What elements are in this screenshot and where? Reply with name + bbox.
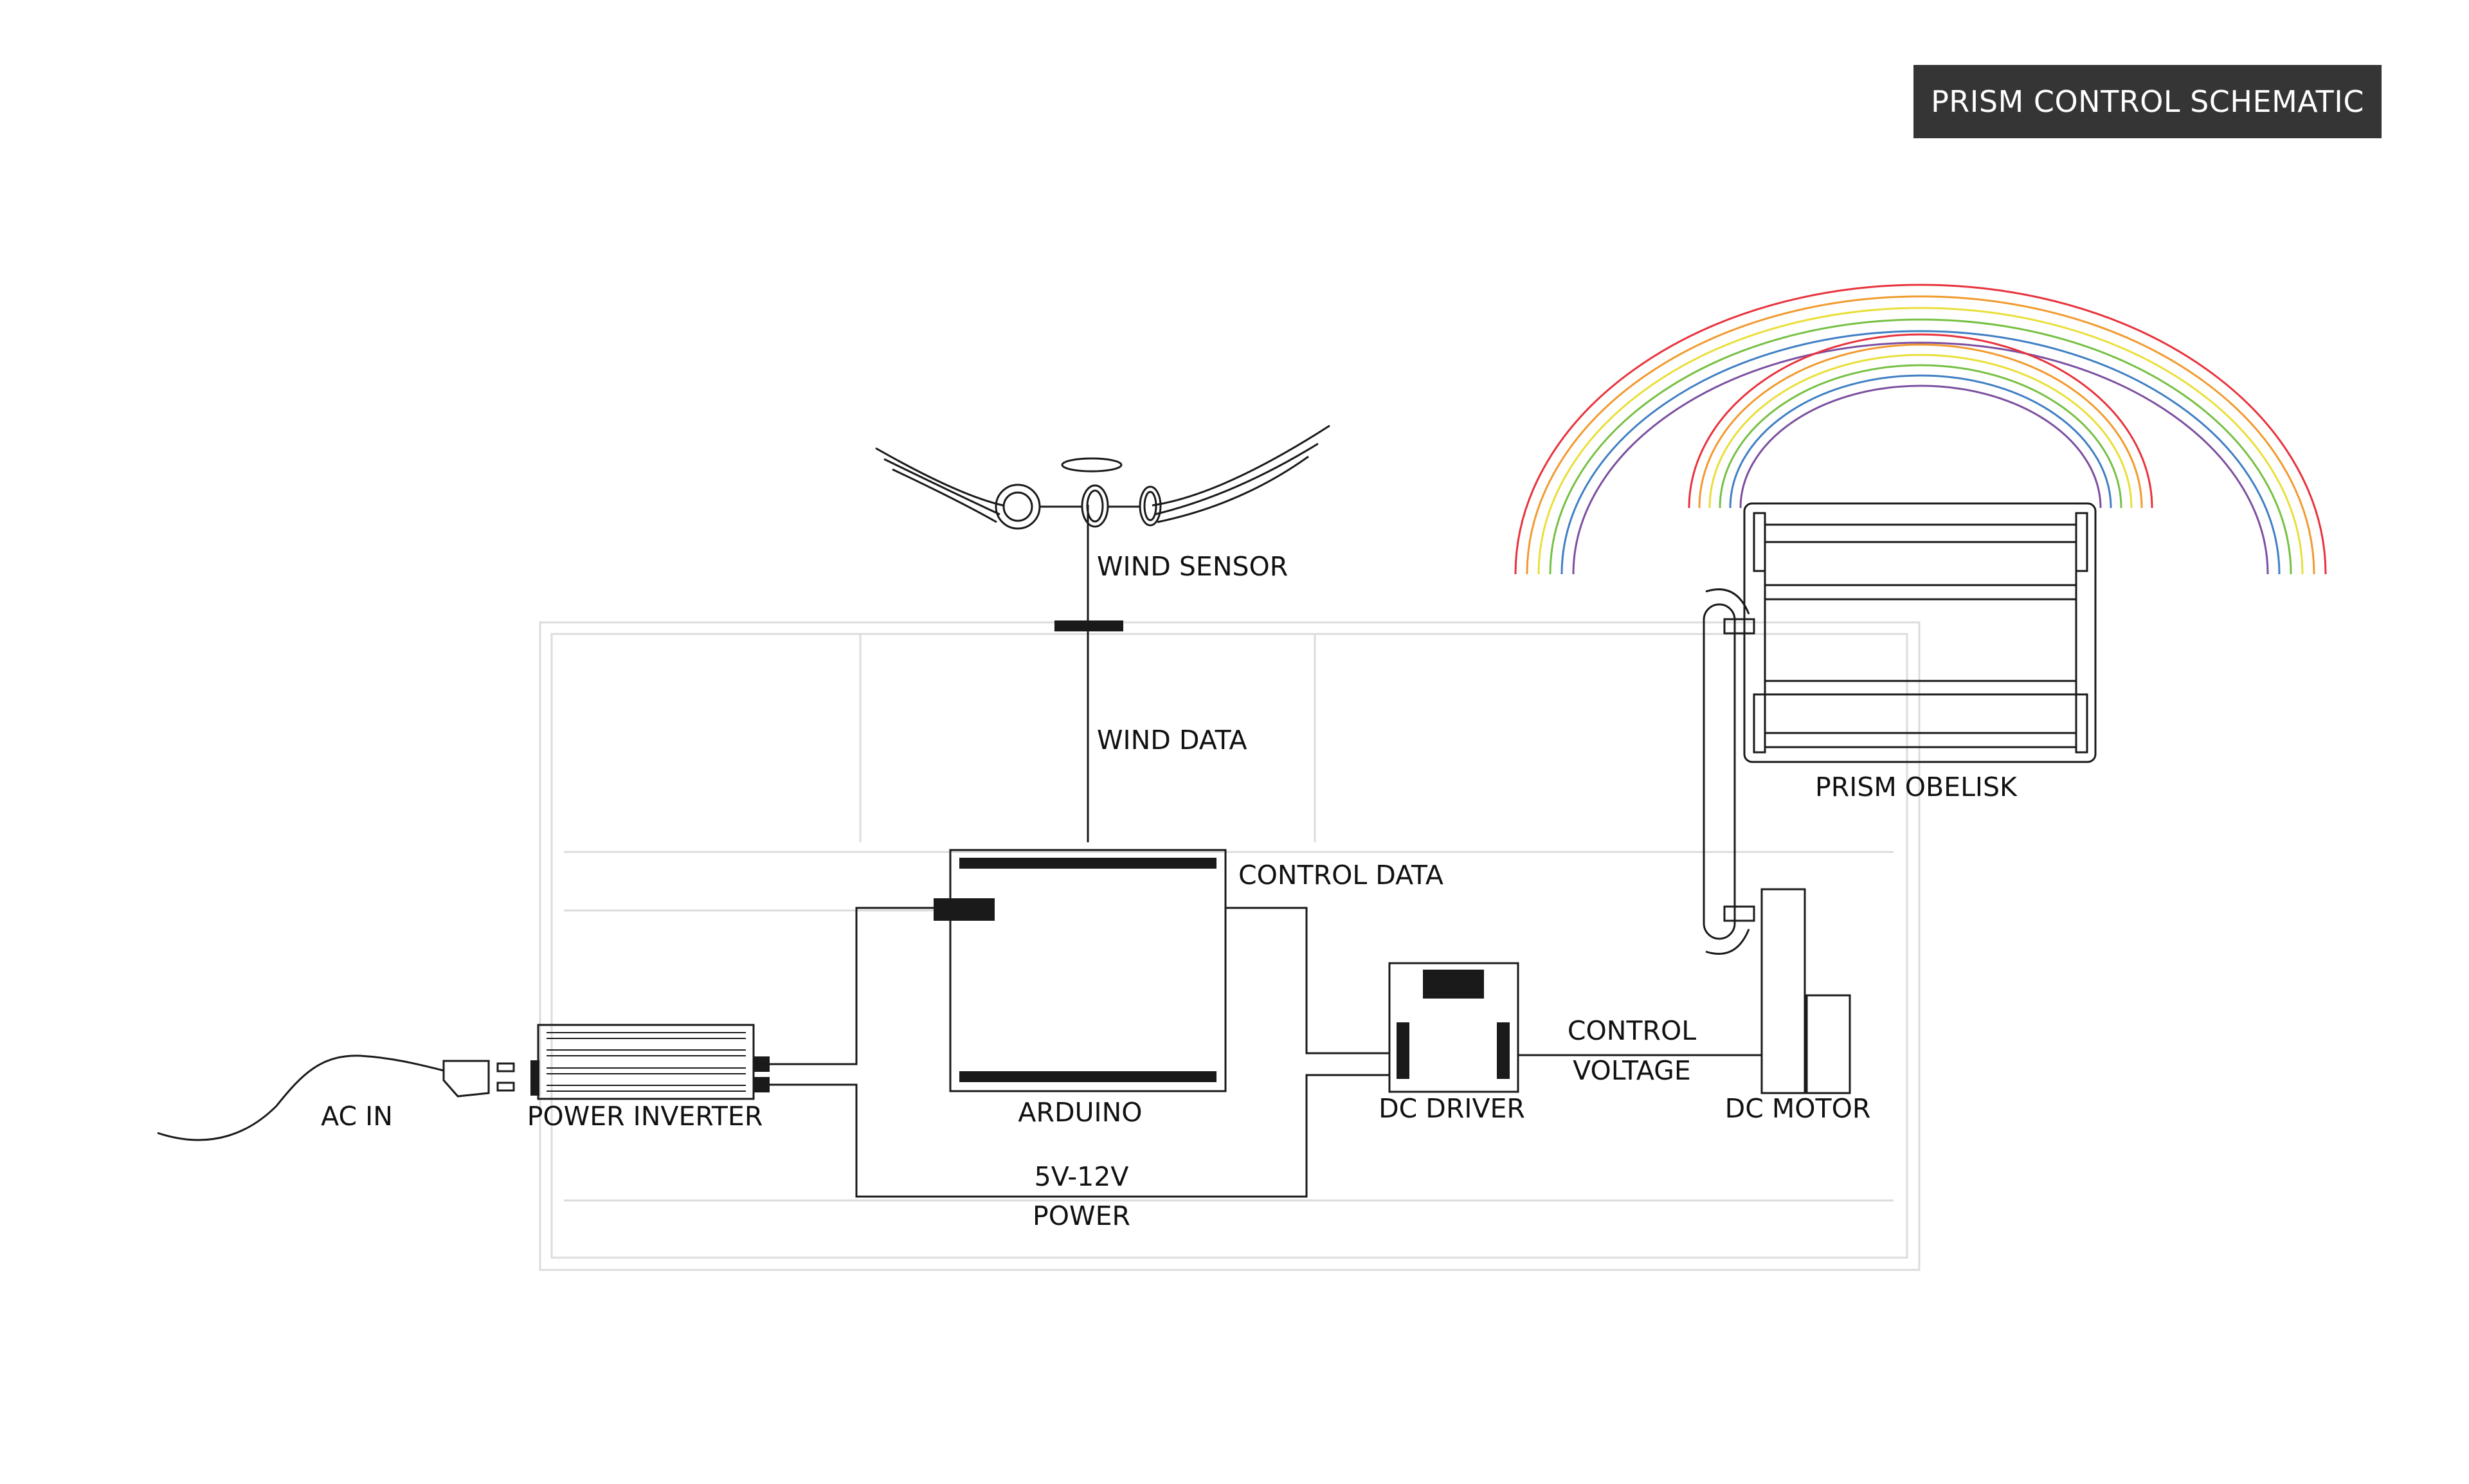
- rainbow-inner-arc-3: [1708, 354, 2133, 509]
- label-control-voltage-2: VOLTAGE: [1573, 1055, 1691, 1086]
- label-control-data: CONTROL DATA: [1238, 860, 1443, 891]
- rainbow-outer-arc-2: [1526, 295, 2315, 575]
- rainbow-inner-arc-2: [1698, 343, 2143, 509]
- rainbow-outer-arc-1: [1514, 284, 2327, 575]
- arduino-board: [934, 849, 1227, 1092]
- label-wind-sensor: WIND SENSOR: [1097, 551, 1288, 582]
- rainbow-outer-arcs: [1514, 284, 2327, 575]
- label-power-inverter: POWER INVERTER: [527, 1101, 763, 1132]
- label-power-2: POWER: [1033, 1200, 1130, 1231]
- label-prism-obelisk: PRISM OBELISK: [1815, 772, 2018, 802]
- label-control-voltage-1: CONTROL: [1568, 1015, 1696, 1046]
- rainbow-outer-arc-6: [1572, 341, 2269, 575]
- rainbow-inner-arc-6: [1739, 385, 2102, 509]
- rainbow-outer-arc-5: [1560, 330, 2281, 575]
- prism-obelisk: [1743, 502, 2097, 763]
- rainbow-inner-arc-4: [1719, 364, 2122, 509]
- label-ac-in: AC IN: [321, 1101, 393, 1132]
- rainbow-inner-arc-5: [1729, 374, 2112, 509]
- label-dc-driver: DC DRIVER: [1379, 1093, 1525, 1124]
- diagram-title: PRISM CONTROL SCHEMATIC: [1931, 84, 2364, 119]
- power-inverter: [530, 1024, 770, 1100]
- sensor-mount-plate: [1054, 620, 1123, 631]
- diagram-labels: WIND SENSOR WIND DATA CONTROL DATA PRISM…: [321, 551, 2018, 1231]
- dc-driver: [1388, 962, 1519, 1093]
- dc-motor: [1760, 888, 1851, 1094]
- rainbow-outer-arc-4: [1549, 318, 2292, 575]
- label-power-1: 5V-12V: [1035, 1161, 1129, 1192]
- wind-sensor: [875, 424, 1330, 842]
- wiring: [770, 907, 1762, 1198]
- rainbow-inner-arc-1: [1688, 333, 2153, 509]
- label-arduino: ARDUINO: [1018, 1097, 1142, 1128]
- enclosure-frame: [539, 621, 1921, 1271]
- label-dc-motor: DC MOTOR: [1725, 1093, 1871, 1124]
- rainbow-inner-arcs: [1688, 333, 2153, 509]
- label-wind-data: WIND DATA: [1097, 725, 1247, 756]
- rainbow-outer-arc-3: [1537, 307, 2304, 575]
- title-banner: PRISM CONTROL SCHEMATIC: [1913, 65, 2382, 138]
- ac-plug: [157, 1054, 515, 1141]
- drive-belt: [1703, 588, 1755, 955]
